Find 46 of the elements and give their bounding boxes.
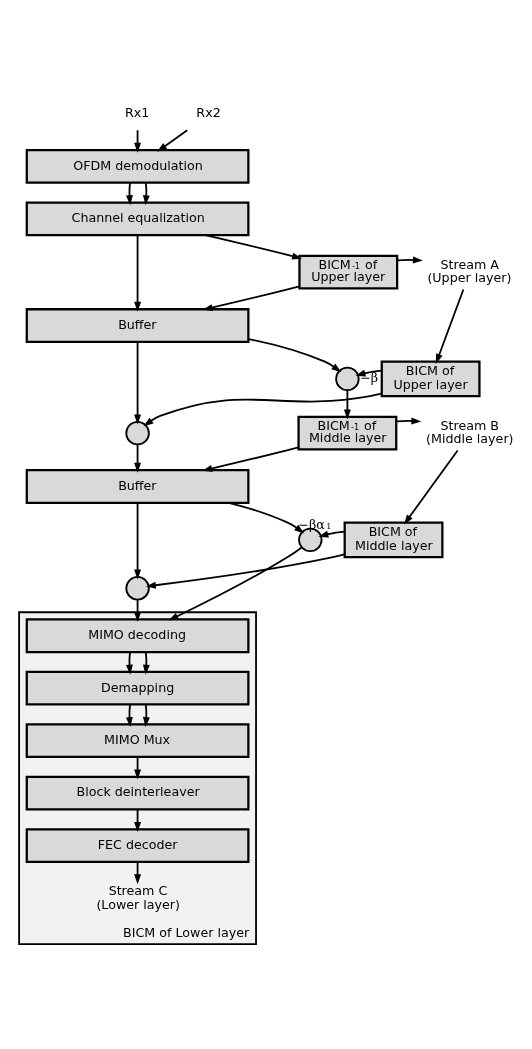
node-box: Buffer (25, 469, 250, 504)
arrow (134, 234, 142, 312)
node-box: MIMO Mux (25, 723, 250, 759)
node-box: Demapping (25, 670, 250, 706)
node-text: Stream C (Lower layer) (96, 883, 180, 913)
node-text: Stream B (Middle layer) (426, 417, 514, 447)
arrow (142, 703, 150, 728)
arrow (145, 553, 346, 589)
arrow (396, 256, 423, 264)
arrow (395, 417, 422, 425)
arrow (247, 338, 342, 373)
node-box: Buffer (25, 308, 250, 343)
arrow (435, 288, 465, 364)
arrow (134, 443, 142, 473)
arrow (202, 285, 301, 311)
edge-label: −β (360, 370, 379, 386)
arrow (157, 129, 189, 152)
arrow (134, 340, 142, 425)
node-circle (125, 420, 150, 446)
arrow (202, 446, 300, 472)
node-box: BICM-1 of Middle layer (297, 415, 398, 451)
arrow (355, 369, 383, 377)
node-box: MIMO decoding (25, 618, 250, 654)
arrow (403, 449, 459, 525)
node-box: BICM-1 of Upper layer (298, 254, 399, 290)
arrow (204, 234, 303, 260)
arrow (142, 651, 150, 675)
node-text: Stream A (Upper layer) (427, 256, 512, 286)
arrow (168, 546, 303, 621)
arrow (318, 530, 346, 538)
node-box: Block deinterleaver (25, 775, 250, 811)
arrow (227, 501, 305, 534)
edge-label: −βα1 (298, 516, 332, 532)
node-box: BICM of Upper layer (380, 360, 481, 398)
arrow (142, 181, 150, 206)
node-box: FEC decoder (25, 828, 250, 863)
node-circle (335, 366, 360, 392)
arrow (143, 392, 383, 427)
node-box: BICM of Middle layer (343, 521, 444, 559)
node-box: OFDM demodulation (25, 148, 250, 184)
arrow (343, 389, 351, 420)
node-text: Rx2 (196, 105, 221, 121)
node-circle (125, 576, 150, 601)
node-text: Rx1 (124, 105, 150, 121)
arrow (134, 502, 142, 580)
node-box: Channel equalization (25, 201, 250, 237)
